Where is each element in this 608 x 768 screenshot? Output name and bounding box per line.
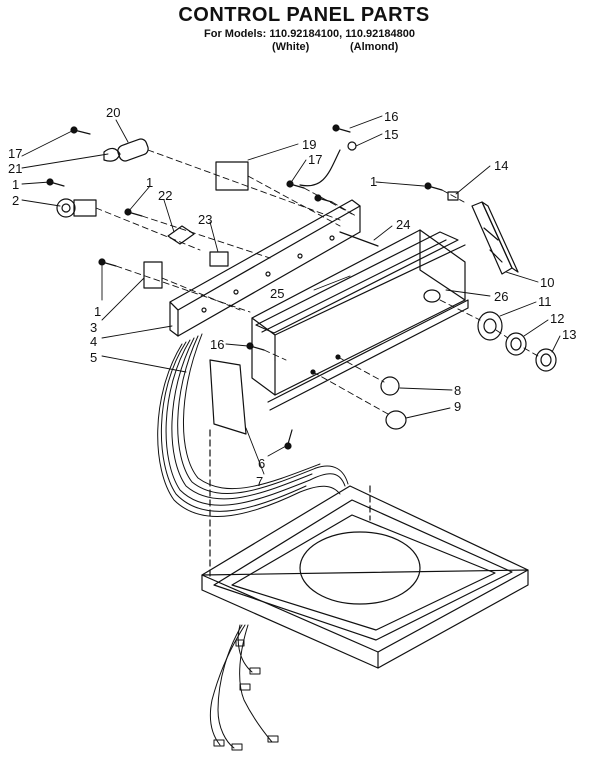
callout-8: 8 [454, 383, 461, 398]
callout-17-mid: 17 [308, 152, 322, 167]
callout-4: 4 [90, 334, 97, 349]
variant-almond: (Almond) [350, 41, 399, 53]
end-cap [471, 201, 519, 275]
callout-16-top: 16 [384, 109, 398, 124]
console-panel [251, 229, 466, 396]
callout-13: 13 [562, 327, 576, 342]
harness-shield [209, 359, 247, 435]
small-parts [46, 124, 557, 450]
callout-21: 21 [8, 161, 22, 176]
callout-22: 22 [158, 188, 172, 203]
callout-10: 10 [540, 275, 554, 290]
callout-3: 3 [90, 320, 97, 335]
callout-1-a: 1 [12, 177, 19, 192]
callout-6: 6 [258, 456, 265, 471]
panel-support [255, 231, 459, 334]
callout-12: 12 [550, 311, 564, 326]
callout-labels: 20 17 21 1 2 1 22 23 1 3 4 5 16 15 19 17… [8, 105, 576, 489]
page-title: CONTROL PANEL PARTS [178, 4, 430, 26]
assembly-lines [95, 149, 539, 415]
callout-9: 9 [454, 399, 461, 414]
callout-1-d: 1 [370, 174, 377, 189]
callout-25: 25 [270, 286, 284, 301]
callout-15: 15 [384, 127, 398, 142]
bottom-rail [267, 299, 469, 411]
variant-white: (White) [272, 41, 310, 53]
leader-lines [21, 115, 561, 475]
callout-2: 2 [12, 193, 19, 208]
callout-20: 20 [106, 105, 120, 120]
callout-14: 14 [494, 158, 508, 173]
callout-23: 23 [198, 212, 212, 227]
callout-26: 26 [494, 289, 508, 304]
model-numbers: For Models: 110.92184100, 110.92184800 [204, 28, 415, 40]
callout-7: 7 [256, 474, 263, 489]
callout-1-c: 1 [94, 304, 101, 319]
washer-top [201, 429, 529, 669]
rear-channel [169, 199, 361, 337]
wiring-harness [157, 333, 349, 751]
callout-17-left: 17 [8, 146, 22, 161]
callout-11: 11 [538, 294, 552, 309]
callout-19: 19 [302, 137, 316, 152]
callout-24: 24 [396, 217, 410, 232]
callout-16-mid: 16 [210, 337, 224, 352]
callout-5: 5 [90, 350, 97, 365]
callout-1-b: 1 [146, 175, 153, 190]
